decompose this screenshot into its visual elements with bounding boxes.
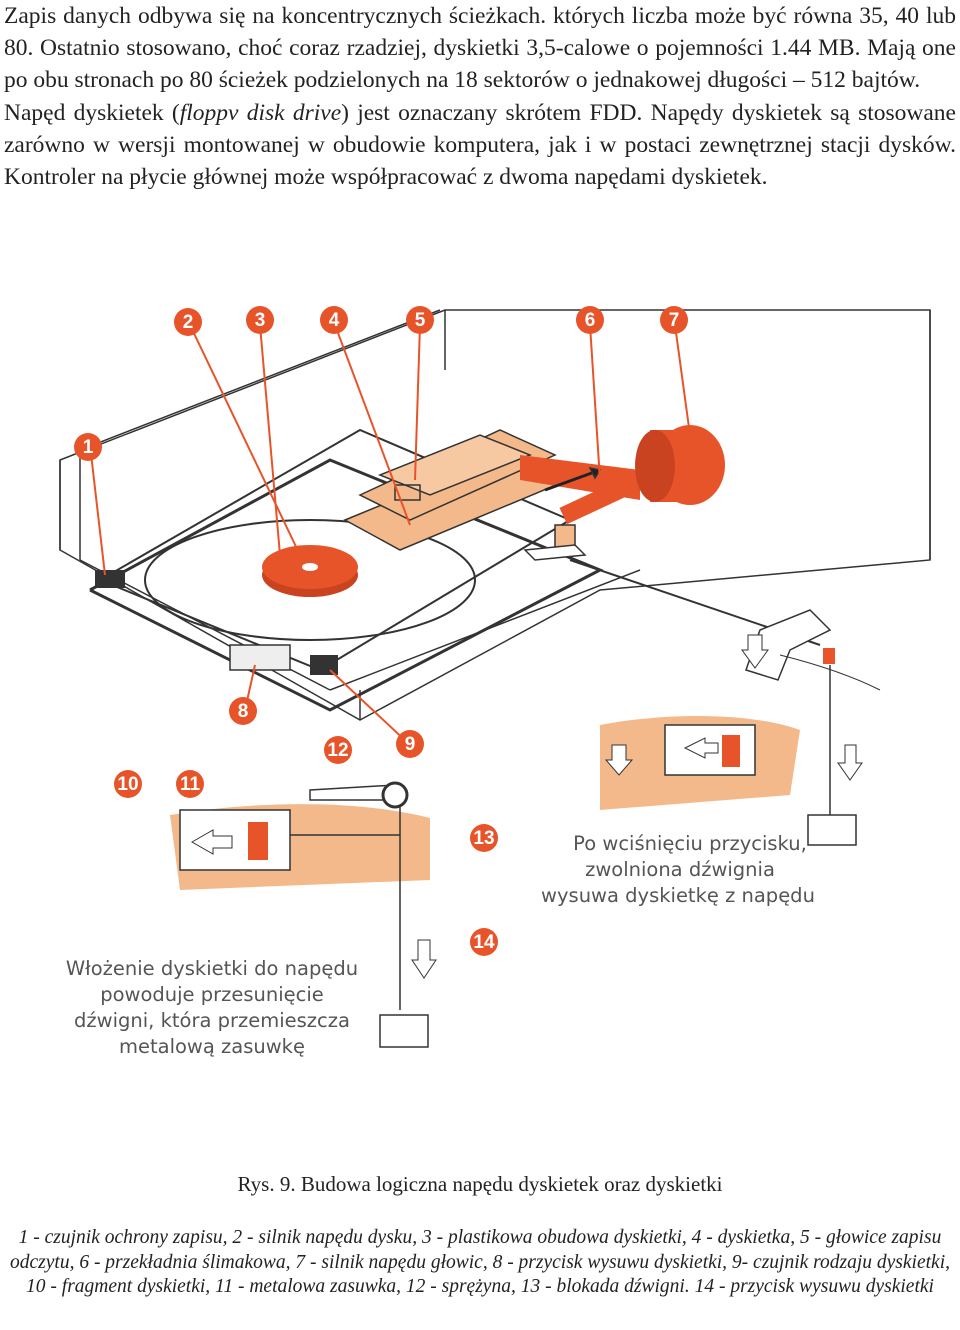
callout-label-12: 12 bbox=[327, 740, 348, 761]
right-detail bbox=[600, 609, 881, 846]
right-annotation-line-1: Po wciśnięciu przycisku, bbox=[573, 832, 807, 855]
drive-chassis bbox=[59, 309, 931, 721]
callout-label-2: 2 bbox=[183, 312, 194, 333]
worm-gear-motor bbox=[559, 425, 725, 525]
right-annotation-line-3: wysuwa dyskietkę z napędu bbox=[541, 884, 815, 907]
spindle-motor bbox=[262, 545, 358, 597]
right-annotation: Po wciśnięciu przycisku, zwolniona dźwig… bbox=[541, 832, 815, 907]
callout-label-11: 11 bbox=[180, 774, 201, 795]
callout-label-1: 1 bbox=[83, 437, 94, 458]
callout-label-9: 9 bbox=[405, 734, 416, 755]
callout-circle-11 bbox=[176, 770, 204, 798]
callout-circle-4 bbox=[320, 306, 348, 334]
lever-assembly bbox=[229, 524, 587, 671]
head-carriage bbox=[343, 429, 640, 551]
callout-circle-14 bbox=[470, 928, 498, 956]
callout-circle-5 bbox=[406, 306, 434, 334]
left-annotation-line-1: Włożenie dyskietki do napędu bbox=[66, 957, 358, 980]
callout-circle-12 bbox=[324, 736, 352, 764]
callout-circle-13 bbox=[470, 824, 498, 852]
callout-circle-9 bbox=[396, 730, 424, 758]
intro-paragraph-1: Zapis danych odbywa się na koncentryczny… bbox=[4, 3, 956, 94]
left-annotation-line-3: dźwigni, która przemieszcza bbox=[74, 1009, 350, 1032]
callout-circle-8 bbox=[229, 697, 257, 725]
callout-label-14: 14 bbox=[473, 932, 495, 953]
callout-label-4: 4 bbox=[329, 310, 340, 331]
callout-label-6: 6 bbox=[585, 310, 596, 331]
intro-p2-term: floppv disk drive bbox=[179, 99, 342, 126]
left-detail bbox=[170, 781, 437, 1048]
callout-lines bbox=[89, 324, 691, 746]
callout-circle-1 bbox=[74, 433, 102, 461]
callout-label-13: 13 bbox=[473, 828, 494, 849]
figure-caption: Rys. 9. Budowa logiczna napędu dyskietek… bbox=[237, 1172, 723, 1196]
figure-legend: 1 - czujnik ochrony zapisu, 2 - silnik n… bbox=[10, 1227, 950, 1298]
callout-circle-2 bbox=[174, 308, 202, 336]
intro-p2-end: ) jest oznaczany skrótem FDD. Napędy dys… bbox=[4, 99, 956, 191]
callout-circle-6 bbox=[576, 306, 604, 334]
callout-circle-7 bbox=[660, 306, 688, 334]
intro-text: Zapis danych odbywa się na koncentryczny… bbox=[4, 0, 956, 193]
callout-label-5: 5 bbox=[415, 310, 426, 331]
callout-label-8: 8 bbox=[238, 701, 249, 722]
left-annotation: Włożenie dyskietki do napędu powoduje pr… bbox=[66, 957, 358, 1058]
callout-label-3: 3 bbox=[255, 310, 266, 331]
callout-circle-10 bbox=[114, 770, 142, 798]
intro-paragraph-2: Napęd dyskietek (floppv disk drive) jest… bbox=[4, 97, 956, 194]
left-annotation-line-4: metalową zasuwkę bbox=[119, 1035, 305, 1058]
left-annotation-line-2: powoduje przesunięcie bbox=[100, 983, 324, 1006]
right-annotation-line-2: zwolniona dźwignia bbox=[585, 858, 775, 881]
callout-circle-3 bbox=[246, 306, 274, 334]
callout-label-10: 10 bbox=[117, 774, 138, 795]
callout-label-7: 7 bbox=[669, 310, 680, 331]
intro-p2-start: Napęd dyskietek ( bbox=[4, 99, 180, 126]
